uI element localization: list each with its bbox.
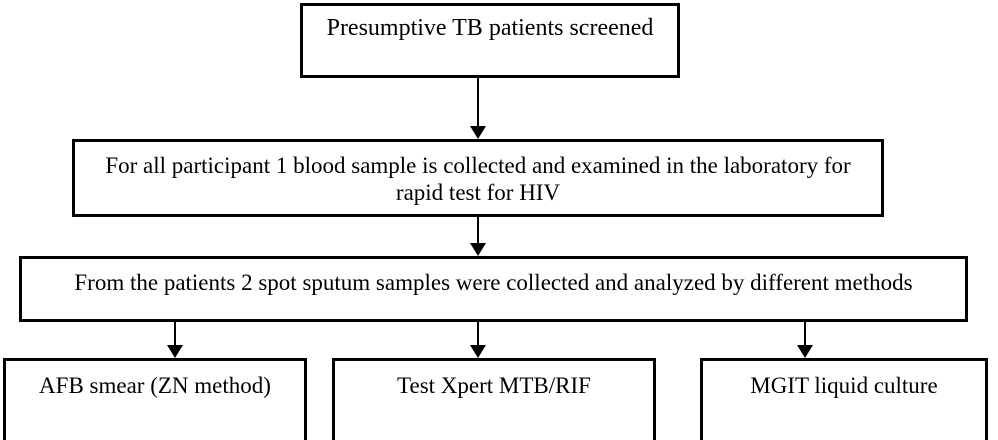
flow-node-blood-sample: For all participant 1 blood sample is co… — [72, 139, 884, 217]
flow-node-screened: Presumptive TB patients screened — [300, 3, 680, 78]
flow-node-afb-smear: AFB smear (ZN method) — [3, 358, 307, 440]
arrowhead-down-icon — [167, 345, 183, 358]
flow-node-mgit-culture: MGIT liquid culture — [700, 358, 988, 440]
flow-node-sputum-samples-label: From the patients 2 spot sputum samples … — [74, 270, 913, 295]
arrow-shaft — [804, 322, 806, 347]
flow-node-blood-sample-label: For all participant 1 blood sample is co… — [105, 153, 851, 206]
arrow-sputum-to-mgit — [797, 322, 813, 358]
arrow-screened-to-blood — [470, 78, 486, 139]
arrow-shaft — [477, 322, 479, 347]
arrow-sputum-to-afb — [167, 322, 183, 358]
arrow-shaft — [477, 217, 479, 245]
arrow-shaft — [477, 78, 479, 128]
arrowhead-down-icon — [470, 126, 486, 139]
arrow-blood-to-sputum — [470, 217, 486, 256]
arrow-shaft — [174, 322, 176, 347]
flow-node-xpert: Test Xpert MTB/RIF — [332, 358, 656, 440]
flow-node-xpert-label: Test Xpert MTB/RIF — [397, 373, 591, 398]
flow-node-afb-smear-label: AFB smear (ZN method) — [39, 373, 271, 398]
flow-node-screened-label: Presumptive TB patients screened — [326, 15, 654, 41]
flow-node-mgit-culture-label: MGIT liquid culture — [750, 373, 938, 398]
arrowhead-down-icon — [470, 243, 486, 256]
arrowhead-down-icon — [797, 345, 813, 358]
flow-node-sputum-samples: From the patients 2 spot sputum samples … — [19, 256, 968, 322]
arrowhead-down-icon — [470, 345, 486, 358]
arrow-sputum-to-xpert — [470, 322, 486, 358]
